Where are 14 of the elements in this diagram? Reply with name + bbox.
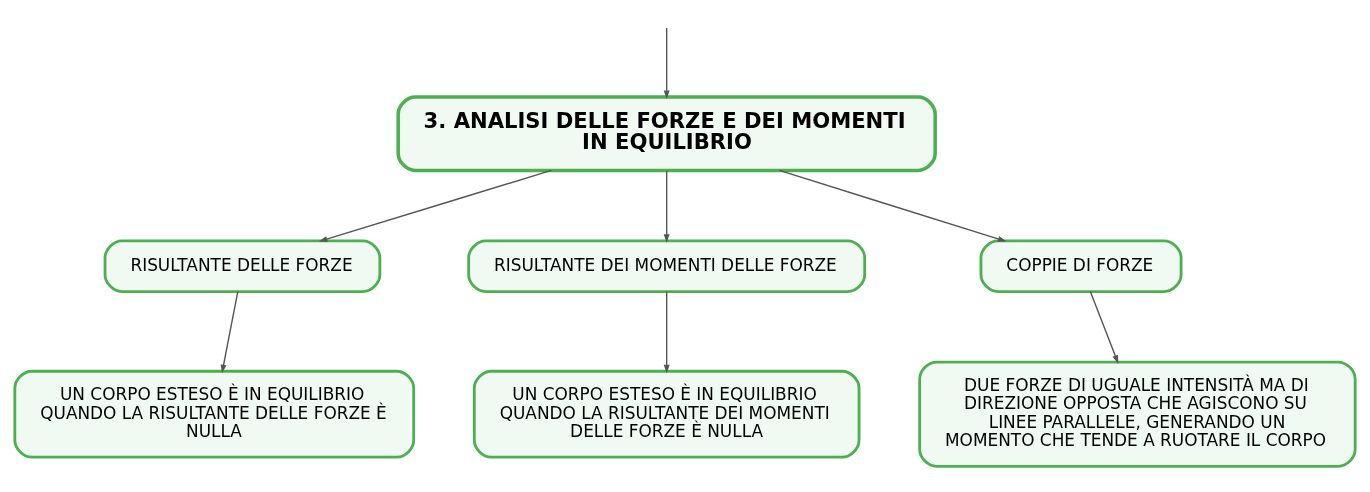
- node-box: DUE FORZE DI UGUALE INTENSITÀ MA DI DIREZIONE OPPOSTA CHE AGISCONO SU LINEE PARALLELE, GENERANDO UN MOMENTO CHE TENDE A RUOTARE IL CORPO: [918, 360, 1357, 468]
- node-box: COPPIE DI FORZE: [979, 238, 1183, 293]
- node-box: UN CORPO ESTESO È IN EQUILIBRIO QUANDO LA RISULTANTE DELLE FORZE È NULLA: [13, 369, 416, 459]
- node-box: RISULTANTE DEI MOMENTI DELLE FORZE: [467, 238, 867, 293]
- node-box: RISULTANTE DELLE FORZE: [103, 238, 382, 293]
- arrow: [663, 26, 670, 99]
- arrow: [663, 169, 670, 243]
- node-box: UN CORPO ESTESO È IN EQUILIBRIO QUANDO LA RISULTANTE DEI MOMENTI DELLE FORZE È NULLA: [472, 369, 861, 459]
- arrow: [1089, 290, 1119, 364]
- node-box: 3. ANALISI DELLE FORZE E DEI MOMENTI IN EQUILIBRIO: [396, 94, 937, 172]
- arrow: [663, 290, 670, 373]
- arrow: [220, 290, 239, 373]
- arrow: [778, 169, 1007, 242]
- arrow: [318, 169, 553, 242]
